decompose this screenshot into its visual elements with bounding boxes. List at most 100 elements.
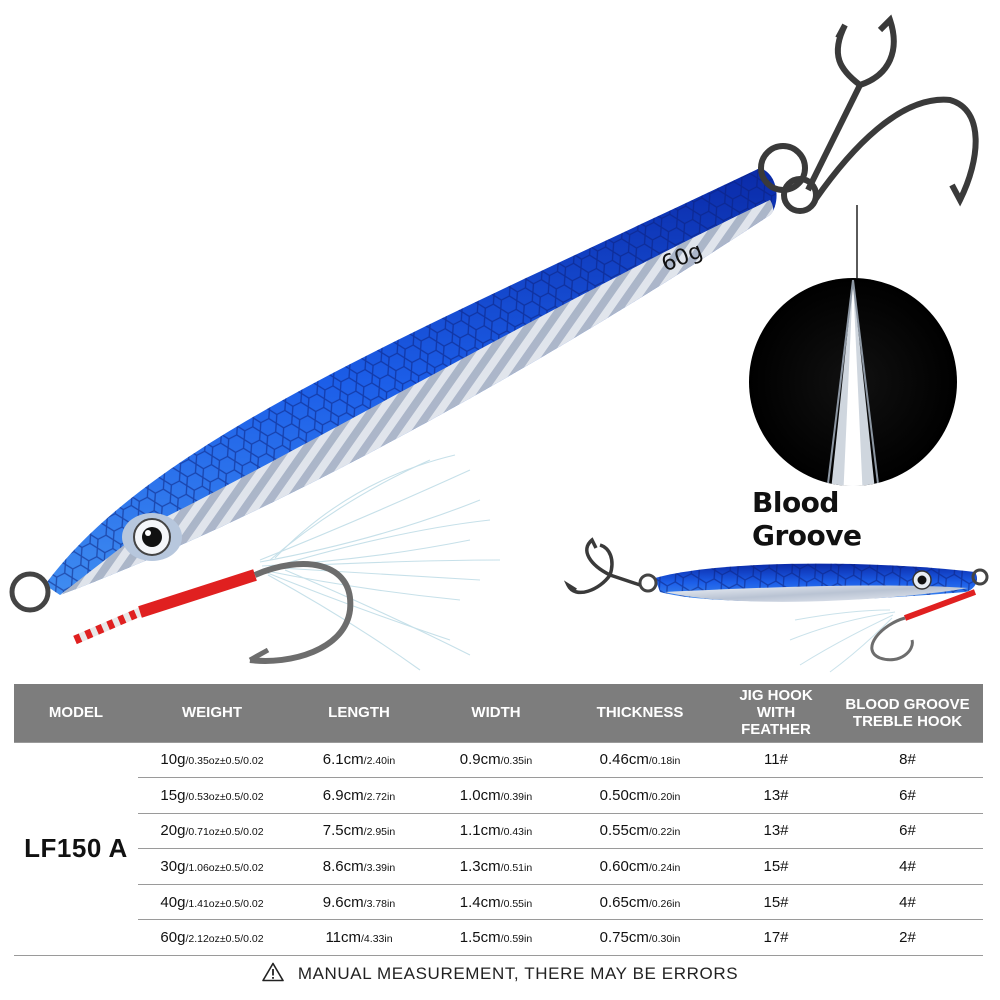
treble-hook-cell: 6# [832, 777, 983, 814]
treble-hook-cell: 8# [832, 741, 983, 779]
width-cell: 1.1cm/0.43in [432, 813, 560, 850]
length-sub: /2.72in [363, 790, 396, 803]
length-sub: /4.33in [361, 933, 393, 946]
header-width: WIDTH [471, 704, 521, 722]
weight-sub: /0.35oz±0.5/0.02 [185, 755, 264, 768]
weight-sub: /0.71oz±0.5/0.02 [185, 826, 264, 839]
table-row: 40g/1.41oz±0.5/0.02 9.6cm/3.78in 1.4cm/0… [14, 884, 983, 921]
length-sub: /2.95in [363, 826, 396, 839]
header-treble-hook: BLOOD GROOVE TREBLE HOOK [832, 684, 983, 742]
jig-hook-cell: 13# [720, 777, 832, 814]
table-row: LF150 A 10g/0.35oz±0.5/0.02 6.1cm/2.40in… [14, 741, 983, 957]
lure-main: 60g [45, 168, 777, 595]
table-row: 30g/1.06oz±0.5/0.02 8.6cm/3.39in 1.3cm/0… [14, 848, 983, 885]
notice-text: MANUAL MEASUREMENT, THERE MAY BE ERRORS [297, 964, 739, 983]
table-header-row: MODEL WEIGHT LENGTH WIDTH THICKNESS JIG … [14, 684, 983, 742]
length-sub: /3.39in [363, 862, 396, 875]
table-row: 15g/0.53oz±0.5/0.02 6.9cm/2.72in 1.0cm/0… [14, 777, 983, 814]
width-value: 1.5cm [459, 929, 501, 947]
weight-value: 10g [160, 751, 186, 769]
length-cell: 6.1cm/2.40in [286, 741, 432, 779]
table-row: 20g/0.71oz±0.5/0.02 7.5cm/2.95in 1.1cm/0… [14, 813, 983, 850]
treble-hook-cell: 4# [832, 848, 983, 885]
width-cell: 1.0cm/0.39in [432, 777, 560, 814]
width-value: 1.3cm [459, 858, 501, 876]
width-sub: /0.59in [500, 933, 533, 946]
length-cell: 8.6cm/3.39in [286, 848, 432, 885]
thickness-value: 0.50cm [599, 786, 649, 804]
length-value: 6.1cm [322, 751, 364, 769]
weight-cell: 30g/1.06oz±0.5/0.02 [138, 848, 286, 885]
jig-hook-cell: 13# [720, 813, 832, 850]
weight-sub: /1.06oz±0.5/0.02 [185, 862, 264, 875]
width-cell: 0.9cm/0.35in [432, 741, 560, 779]
thickness-sub: /0.20in [648, 790, 681, 803]
split-ring-icon [9, 571, 51, 613]
length-cell: 11cm/4.33in [286, 919, 432, 957]
thickness-value: 0.60cm [599, 858, 649, 876]
thickness-value: 0.46cm [599, 751, 649, 769]
thickness-value: 0.65cm [599, 893, 649, 911]
length-sub: /2.40in [363, 755, 396, 768]
width-sub: /0.35in [500, 755, 533, 768]
header-length: LENGTH [328, 704, 390, 722]
spec-table: MODEL WEIGHT LENGTH WIDTH THICKNESS JIG … [14, 684, 983, 957]
header-jig-line2: WITH FEATHER [741, 704, 811, 739]
length-cell: 9.6cm/3.78in [286, 884, 432, 921]
weight-value: 30g [160, 858, 186, 876]
lure-thumbnail [563, 537, 989, 673]
thickness-cell: 0.55cm/0.22in [560, 813, 720, 850]
thickness-value: 0.75cm [599, 929, 649, 947]
width-sub: /0.39in [500, 790, 533, 803]
length-value: 11cm [325, 929, 362, 947]
weight-value: 40g [160, 893, 186, 911]
thickness-sub: /0.26in [648, 897, 681, 910]
assist-hook-icon [73, 561, 354, 664]
treble-hook-cell: 6# [832, 813, 983, 850]
header-weight: WEIGHT [182, 704, 242, 722]
width-value: 1.4cm [459, 893, 501, 911]
model-cell: LF150 A [14, 741, 138, 957]
thickness-sub: /0.24in [648, 862, 681, 875]
length-value: 7.5cm [322, 822, 364, 840]
length-value: 6.9cm [322, 786, 364, 804]
table-row: 60g/2.12oz±0.5/0.02 11cm/4.33in 1.5cm/0.… [14, 919, 983, 957]
weight-cell: 60g/2.12oz±0.5/0.02 [138, 919, 286, 957]
length-cell: 7.5cm/2.95in [286, 813, 432, 850]
blood-groove-caption: Blood Groove [752, 486, 862, 552]
width-cell: 1.5cm/0.59in [432, 919, 560, 957]
width-cell: 1.4cm/0.55in [432, 884, 560, 921]
weight-value: 20g [160, 822, 186, 840]
header-thickness: THICKNESS [596, 704, 684, 722]
length-value: 8.6cm [322, 858, 364, 876]
header-model: MODEL [48, 704, 104, 722]
thickness-cell: 0.50cm/0.20in [560, 777, 720, 814]
weight-value: 15g [160, 786, 186, 804]
weight-cell: 10g/0.35oz±0.5/0.02 [138, 741, 286, 779]
thickness-cell: 0.46cm/0.18in [560, 741, 720, 779]
product-illustration: 60g [9, 14, 989, 673]
weight-cell: 40g/1.41oz±0.5/0.02 [138, 884, 286, 921]
width-sub: /0.51in [500, 862, 533, 875]
length-cell: 6.9cm/2.72in [286, 777, 432, 814]
header-jig-line1: JIG HOOK [739, 687, 813, 705]
width-sub: /0.43in [500, 826, 533, 839]
width-value: 1.1cm [459, 822, 501, 840]
weight-value: 60g [160, 929, 186, 947]
header-treble-line1: BLOOD GROOVE [845, 695, 970, 713]
weight-sub: /1.41oz±0.5/0.02 [185, 897, 264, 910]
weight-sub: /0.53oz±0.5/0.02 [185, 790, 264, 803]
weight-sub: /2.12oz±0.5/0.02 [185, 933, 264, 946]
weight-cell: 15g/0.53oz±0.5/0.02 [138, 777, 286, 814]
hook-point-closeup-icon [749, 278, 957, 486]
width-value: 1.0cm [459, 786, 501, 804]
thickness-cell: 0.75cm/0.30in [560, 919, 720, 957]
jig-hook-cell: 15# [720, 884, 832, 921]
width-value: 0.9cm [459, 751, 501, 769]
treble-hook-icon [758, 14, 979, 214]
lure-eye-icon [122, 513, 182, 561]
measurement-notice: MANUAL MEASUREMENT, THERE MAY BE ERRORS [0, 962, 1000, 984]
jig-hook-cell: 15# [720, 848, 832, 885]
thickness-sub: /0.18in [648, 755, 681, 768]
jig-hook-cell: 11# [720, 741, 832, 779]
